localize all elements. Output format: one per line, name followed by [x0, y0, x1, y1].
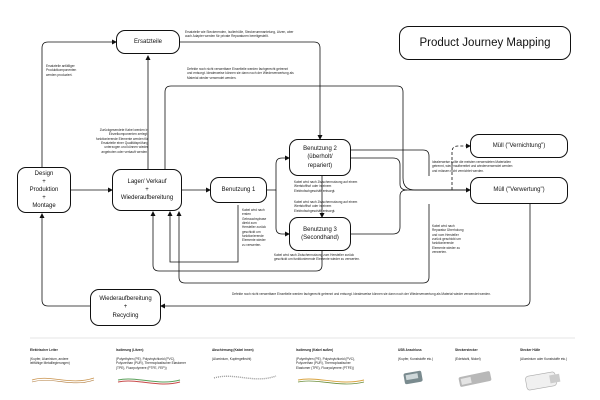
legend-plug-housing: Stecker Hülle (Aluminium oder Kunststoff…: [520, 344, 570, 395]
arrow-to-vernichtung-dashed: [451, 143, 471, 190]
note-muell: Idealerweise sollte die meisten verwende…: [432, 160, 513, 173]
node-muell-verwertung-label: Müll ("Verwertung"): [493, 187, 545, 194]
diagram-title: Product Journey Mapping: [399, 26, 571, 60]
node-muell-vernichtung-label: Müll ("Vernichtung"): [492, 142, 546, 149]
legend-insulated-strand-name: Isolierung (Litzen): [116, 348, 144, 353]
arrow-b1-to-b3: [275, 190, 290, 237]
shield-braid-icon: [213, 374, 277, 380]
node-benutzung2-label: Benutzung 2 (überholt/ repariert): [303, 146, 337, 169]
node-ersatzteile: Ersatzteile: [116, 30, 180, 54]
metal-connector-icon: [458, 370, 492, 387]
note-defekte-top: Defekte noch nicht verwertbare Einzeltei…: [187, 67, 294, 80]
legend-insulated-strand: Isolierung (Litzen) (Polyethylen (PE), P…: [116, 344, 186, 390]
node-benutzung1-label: Benutzung 1: [221, 186, 256, 193]
note-ersatzteile-left: Ersatzteile anfälliger Produktkomponente…: [46, 64, 77, 77]
legend-usb: USB Anschluss (Kupfer, Kunststoffe etc.): [398, 344, 438, 393]
node-lager-label: Lager/ Verkauf + Wiederaufbereitung: [120, 178, 174, 202]
arrow-b1-to-lager: [167, 205, 239, 263]
arrow-right-return-to-lager: [176, 204, 430, 284]
outer-jacket-icon: [297, 378, 365, 385]
node-muell-verwertung: Müll ("Verwertung"): [470, 177, 568, 204]
legend-conductor: Elektrischer Leiter (Kupfer, Aluminium, …: [30, 344, 96, 389]
legend-shield-desc: (Aluminium, Kupfergeflecht): [212, 356, 252, 361]
conductor-wire-icon: [31, 377, 95, 383]
node-lager: Lager/ Verkauf + Wiederaufbereitung: [112, 169, 182, 211]
node-benutzung2: Benutzung 2 (überholt/ repariert): [289, 139, 351, 176]
legend-metal-connector: Steckerstecker (Edelstahl, Nickel): [455, 344, 499, 393]
legend-conductor-name: Elektrischer Leiter: [30, 348, 58, 353]
insulated-strand-icon: [117, 378, 181, 385]
note-lager-return: Zurückgesendete Kabel werden in Einzelko…: [96, 128, 149, 154]
node-design-label: Design + Produktion + Montage: [29, 170, 59, 210]
note-bottom: Defekte noch nicht verwertbare Einzeltei…: [232, 292, 491, 296]
node-recycling-label: Wiederaufbereitung + Recycling: [99, 296, 152, 319]
legend-plug-housing-desc: (Aluminium oder Kunststoffe etc.): [520, 356, 568, 361]
note-benutzung3-top: Kabel wird nach Zwischennutzung auf eine…: [294, 200, 358, 213]
arrow-b2-right-loop: [351, 149, 430, 176]
arrow-b3-to-lager: [150, 211, 323, 272]
legend-metal-connector-desc: (Edelstahl, Nickel): [455, 356, 481, 361]
legend-metal-connector-name: Steckerstecker: [455, 348, 478, 353]
legend-outer-jacket-desc: (Polyethylen (PE), Polyvinylchlorid (PVC…: [296, 356, 355, 370]
legend-outer-jacket-name: Isolierung (Kabel außen): [296, 348, 334, 353]
arrow-b1-to-b2: [267, 155, 290, 191]
usb-plug-icon: [403, 370, 423, 384]
arrow-design-to-ersatzteile: [41, 39, 117, 167]
note-ersatzteile-top: Ersatzteile wie Steckerenden, Isolierhül…: [185, 30, 294, 39]
legend-shield: Abschirmung (Kabel innen) (Aluminium, Ku…: [212, 344, 278, 387]
arrow-verwertung-to-recycling: [160, 204, 531, 309]
node-benutzung3-label: Benutzung 3 (Secondhand): [301, 226, 339, 241]
arrow-ersatzteile-to-benutzung2: [180, 41, 323, 140]
node-muell-vernichtung: Müll ("Vernichtung"): [470, 134, 568, 158]
arrow-b3-to-verwertung: [351, 189, 408, 235]
legend-conductor-desc: (Kupfer, Aluminium, andere leitfähige Me…: [30, 356, 70, 366]
note-benutzung1-return: Kabel wird nach ersten Gebrauchsphase di…: [242, 208, 267, 247]
legend-insulated-strand-desc: (Polyethylen (PE), Polyvinylchlorid (PVC…: [116, 356, 186, 370]
legend-plug-housing-name: Stecker Hülle: [520, 348, 541, 353]
arrow-b2-to-verwertung: [351, 157, 470, 191]
legend-usb-desc: (Kupfer, Kunststoffe etc.): [398, 356, 434, 361]
legend-shield-name: Abschirmung (Kabel innen): [212, 348, 254, 353]
node-ersatzteile-label: Ersatzteile: [133, 38, 162, 45]
plug-housing-icon: [525, 371, 561, 390]
node-design: Design + Produktion + Montage: [17, 167, 71, 213]
node-benutzung1: Benutzung 1: [210, 177, 267, 203]
legend-usb-name: USB Anschluss: [398, 348, 422, 353]
legend-outer-jacket: Isolierung (Kabel außen) (Polyethylen (P…: [296, 344, 366, 390]
arrow-recycling-to-design: [39, 213, 90, 307]
note-benutzung3-bottom: Kabel wird nach Zwischennutzung zum Hers…: [274, 253, 360, 262]
note-reparatur: Kabel wird nach Zwischennutzung auf eine…: [294, 180, 358, 193]
node-recycling: Wiederaufbereitung + Recycling: [90, 289, 161, 326]
node-benutzung3: Benutzung 3 (Secondhand): [289, 217, 351, 251]
arrow-lager-to-verwertung-top: [164, 85, 471, 193]
note-reparatur-right: Kabel wird nach Reparatur Überholung und…: [432, 224, 464, 254]
